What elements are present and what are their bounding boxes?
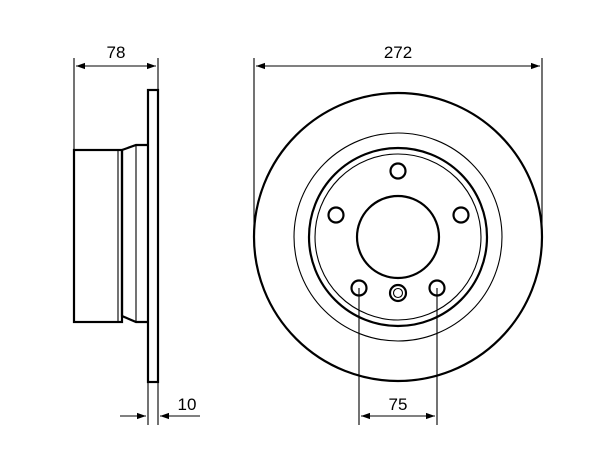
front-view [252,91,544,383]
center-bore [355,194,441,280]
dimension-label-diameter: 272 [384,43,412,62]
locating-hole [388,283,408,303]
bolt-hole [452,206,470,224]
bolt-hole [389,162,407,180]
locating-hole-inner [392,287,404,299]
side-view-hub-body [72,148,124,324]
dimension-label-thickness: 78 [107,43,126,62]
friction-ring-inner-edge [293,132,503,342]
side-view-hub-step [120,143,148,324]
side-view-disc-plate [146,88,160,384]
bolt-hole [327,206,345,224]
dimension-75: 75 [358,288,438,425]
dimension-78: 78 [73,43,159,150]
dimension-label-disc-thickness: 10 [178,395,197,414]
hub-step-circle [314,153,482,321]
dimension-10: 10 [120,382,200,425]
dimension-label-bolt-spacing: 75 [389,395,408,414]
disc-outer-edge [252,91,544,383]
hub-outer-circle [307,146,489,328]
dimension-272: 272 [253,43,543,237]
side-view [72,88,160,384]
